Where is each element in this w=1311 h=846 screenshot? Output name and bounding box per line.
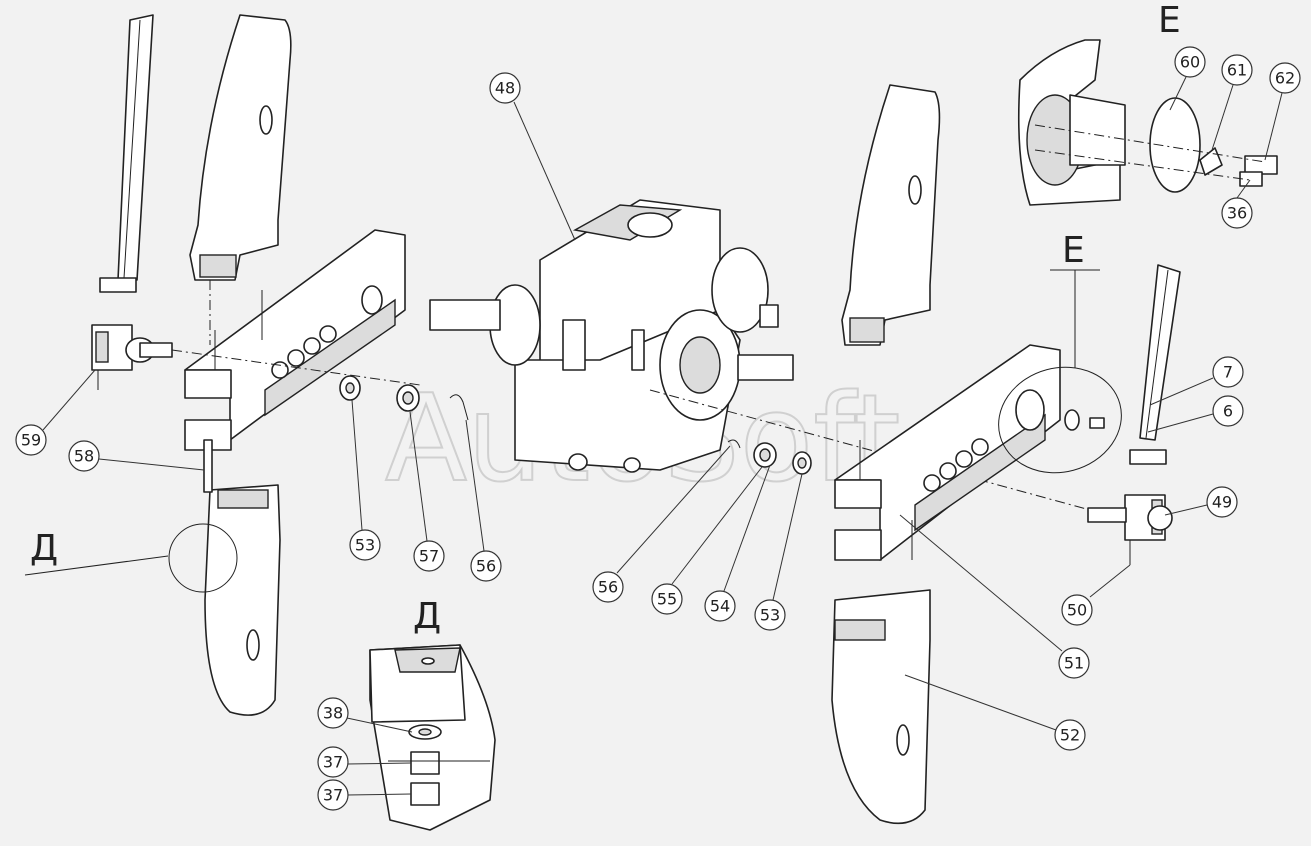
callout-c50: 50	[1061, 594, 1093, 626]
callout-c36: 36	[1221, 197, 1253, 229]
callout-circle	[317, 697, 349, 729]
callout-label: 48	[495, 79, 515, 98]
callout-label: 60	[1180, 53, 1200, 72]
pin-56-right	[727, 439, 741, 449]
callout-label: 36	[1227, 204, 1247, 223]
callout-circle	[1206, 486, 1238, 518]
callout-c48: 48	[489, 72, 521, 104]
callout-c49: 49	[1206, 486, 1238, 518]
left-frame-beam	[184, 229, 406, 451]
callout-c37b: 37	[317, 779, 349, 811]
callout-circle	[1221, 197, 1253, 229]
callout-c53b: 53	[754, 599, 786, 631]
callout-label: 49	[1212, 493, 1232, 512]
section-letter-d-left: Д	[30, 528, 58, 569]
callout-c55: 55	[651, 583, 683, 615]
section-letter-d-detail: Д	[413, 596, 441, 637]
callout-circle	[470, 550, 502, 582]
callout-label: 37	[323, 753, 343, 772]
callout-c51: 51	[1058, 647, 1090, 679]
callout-label: 59	[21, 431, 41, 450]
callout-c59: 59	[15, 424, 47, 456]
callout-label: 62	[1275, 69, 1295, 88]
callout-circle	[1212, 356, 1244, 388]
right-lower-arm	[831, 589, 931, 825]
detail-circle-d	[24, 523, 238, 593]
callout-c54: 54	[704, 590, 736, 622]
callout-c7: 7	[1212, 356, 1244, 388]
callout-bubbles: 48 60 61 62 36 7 6 49 50 51 52 59 58 53 57 56 56 55 54 53 38…	[15, 46, 1301, 811]
callout-circle	[1212, 395, 1244, 427]
callout-circle	[1058, 647, 1090, 679]
callout-label: 56	[476, 557, 496, 576]
right-hub-part-49	[1087, 449, 1173, 565]
callout-c52: 52	[1054, 719, 1086, 751]
callout-label: 51	[1064, 654, 1084, 673]
callout-circle	[317, 746, 349, 778]
callout-circle	[349, 529, 381, 561]
callout-label: 52	[1060, 726, 1080, 745]
callout-circle	[489, 72, 521, 104]
left-lower-pin-58	[203, 439, 213, 493]
callout-c61: 61	[1221, 54, 1253, 86]
callout-label: 53	[355, 536, 375, 555]
callout-label: 58	[74, 447, 94, 466]
callout-circle	[592, 571, 624, 603]
callout-label: 54	[710, 597, 730, 616]
callout-label: 38	[323, 704, 343, 723]
callout-c58: 58	[68, 440, 100, 472]
callout-circle	[754, 599, 786, 631]
callout-label: 53	[760, 606, 780, 625]
callout-circle	[1269, 62, 1301, 94]
callout-circle	[1061, 594, 1093, 626]
washer-53-right	[792, 451, 812, 475]
callout-label: 55	[657, 590, 677, 609]
callout-c53a: 53	[349, 529, 381, 561]
washer-53-left	[339, 375, 361, 401]
callout-c37a: 37	[317, 746, 349, 778]
callout-label: 7	[1223, 363, 1233, 382]
callout-label: 57	[419, 547, 439, 566]
right-frame-beam	[834, 344, 1061, 561]
callout-circle	[651, 583, 683, 615]
callout-circle	[413, 540, 445, 572]
callout-circle	[15, 424, 47, 456]
callout-c56a: 56	[470, 550, 502, 582]
right-upper-blade	[1139, 264, 1181, 441]
section-letter-e-mid: Е	[1062, 230, 1085, 271]
left-hub-part-59	[91, 277, 173, 390]
callout-label: 6	[1223, 402, 1233, 421]
gearbox-48	[429, 199, 794, 473]
callout-label: 50	[1067, 601, 1087, 620]
detail-d-view	[369, 644, 496, 831]
section-letter-e-top: Е	[1158, 0, 1181, 41]
callout-c56b: 56	[592, 571, 624, 603]
callout-c60: 60	[1174, 46, 1206, 78]
callout-c62: 62	[1269, 62, 1301, 94]
callout-label: 61	[1227, 61, 1247, 80]
callout-c38: 38	[317, 697, 349, 729]
callout-circle	[1054, 719, 1086, 751]
left-lower-arm	[204, 484, 281, 716]
callout-c57: 57	[413, 540, 445, 572]
left-upper-blade	[117, 14, 154, 281]
nut-55	[753, 442, 777, 468]
detail-circle-e	[998, 269, 1122, 474]
callout-label: 56	[598, 578, 618, 597]
leader-lines	[42, 76, 1283, 796]
detail-e-view	[1017, 39, 1278, 206]
callout-circle	[68, 440, 100, 472]
callout-circle	[704, 590, 736, 622]
left-upper-arm	[189, 14, 292, 281]
callout-circle	[1174, 46, 1206, 78]
callout-c6: 6	[1212, 395, 1244, 427]
callout-circle	[317, 779, 349, 811]
pin-56-left	[449, 394, 469, 421]
right-upper-arm	[841, 84, 941, 346]
callout-circle	[1221, 54, 1253, 86]
callout-label: 37	[323, 786, 343, 805]
nut-57	[396, 384, 420, 412]
